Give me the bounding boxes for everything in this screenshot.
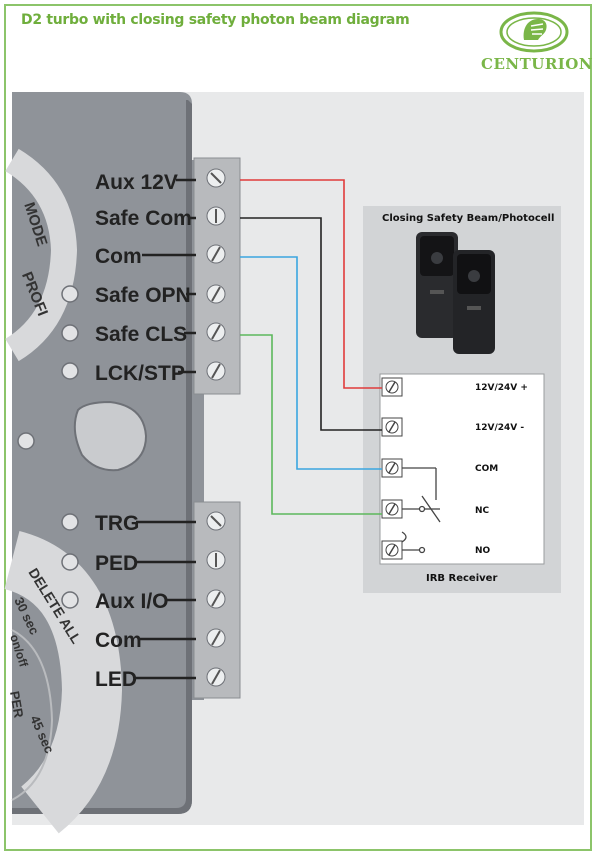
terminal-label-safe-cls: Safe CLS bbox=[95, 323, 187, 346]
receiver-terminal-12v-minus: 12V/24V - bbox=[475, 423, 524, 433]
page-title: D2 turbo with closing safety photon beam… bbox=[21, 12, 410, 28]
led-safe-opn bbox=[61, 285, 79, 303]
receiver-terminal-no: NO bbox=[475, 546, 491, 556]
receiver-terminal-nc: NC bbox=[475, 506, 490, 516]
wire-com bbox=[240, 256, 382, 470]
terminal-leads-bottom bbox=[136, 520, 196, 680]
wire-aux-12v bbox=[240, 179, 382, 389]
terminal-leads-top bbox=[142, 178, 196, 374]
led-ped bbox=[61, 553, 79, 571]
terminal-screws-bottom bbox=[206, 511, 226, 687]
brand-name: CENTURION bbox=[481, 55, 594, 73]
wire-safe-com bbox=[240, 217, 382, 431]
terminal-screws-top bbox=[206, 168, 226, 381]
page-border bbox=[4, 4, 592, 851]
centurion-logo-icon bbox=[499, 11, 569, 53]
terminal-label-trg: TRG bbox=[95, 512, 139, 535]
led-lck-stp bbox=[61, 362, 79, 380]
receiver-terminal-12v-plus: 12V/24V + bbox=[475, 383, 528, 393]
relay-contact-icon bbox=[401, 467, 441, 554]
terminal-label-safe-com: Safe Com bbox=[95, 207, 192, 230]
terminal-label-aux-io: Aux I/O bbox=[95, 590, 169, 613]
wire-safe-cls bbox=[240, 334, 382, 515]
terminal-label-com: Com bbox=[95, 245, 142, 268]
terminal-block-bottom bbox=[193, 501, 241, 699]
irb-receiver-box bbox=[379, 373, 545, 565]
photocell-receiver-icon bbox=[453, 250, 495, 354]
dial-text-per: PER bbox=[7, 690, 27, 720]
terminal-label-aux-12v: Aux 12V bbox=[95, 171, 178, 194]
irb-receiver-label: IRB Receiver bbox=[426, 573, 497, 584]
led-aux-io bbox=[61, 591, 79, 609]
receiver-terminal-screws bbox=[381, 377, 403, 560]
led-safe-cls bbox=[61, 324, 79, 342]
terminal-label-safe-opn: Safe OPN bbox=[95, 284, 191, 307]
controller-button bbox=[73, 400, 148, 472]
terminal-label-ped: PED bbox=[95, 552, 138, 575]
terminal-label-com-2: Com bbox=[95, 629, 142, 652]
terminal-block-top bbox=[193, 157, 241, 395]
mode-dial-arc bbox=[4, 148, 78, 362]
led-trg bbox=[61, 513, 79, 531]
photocell-title: Closing Safety Beam/Photocell bbox=[382, 213, 554, 224]
terminal-label-led: LED bbox=[95, 668, 137, 691]
indicator-led bbox=[17, 432, 35, 450]
receiver-terminal-com: COM bbox=[475, 464, 498, 474]
timer-dial-arc bbox=[3, 530, 123, 834]
terminal-label-lck-stp: LCK/STP bbox=[95, 362, 185, 385]
photocell-transmitter-icon bbox=[416, 232, 458, 338]
